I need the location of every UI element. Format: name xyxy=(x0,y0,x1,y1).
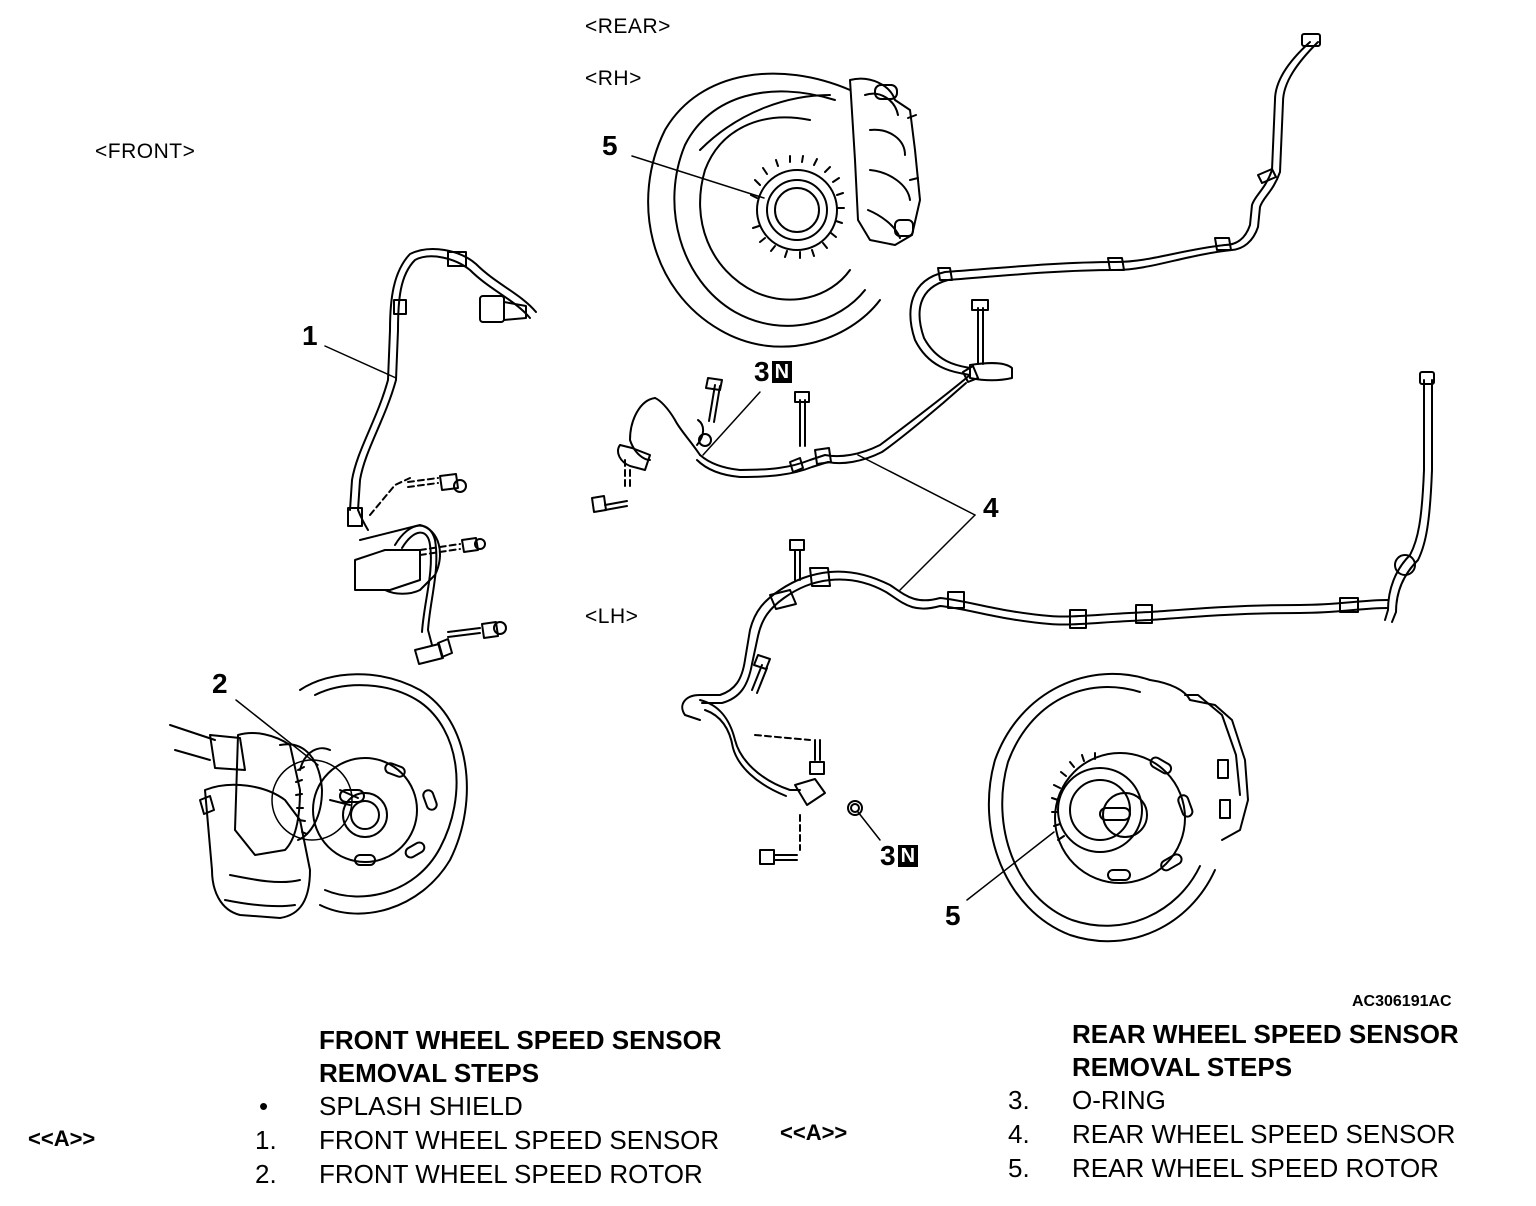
rear-removal-steps: REAR WHEEL SPEED SENSOR REMOVAL STEPS 3.… xyxy=(1008,1018,1508,1186)
list-item: 1. FRONT WHEEL SPEED SENSOR xyxy=(255,1125,720,1155)
bolt-icon xyxy=(789,539,805,581)
bolt-icon xyxy=(591,495,628,513)
list-item: • SPLASH SHIELD xyxy=(259,1091,523,1121)
rear-rh-sensor-cable xyxy=(591,33,1321,513)
callout-4: 4 xyxy=(983,492,999,523)
bolt-icon xyxy=(971,299,989,365)
list-item: 5. REAR WHEEL SPEED ROTOR xyxy=(1008,1153,1439,1183)
leader-lines xyxy=(235,155,1055,901)
rh-view-label: <RH> xyxy=(585,67,642,90)
front-sensor-harness xyxy=(347,248,537,665)
bolt-icon xyxy=(419,537,486,556)
list-item: 3. O-RING xyxy=(1008,1085,1166,1115)
front-steps-title: FRONT WHEEL SPEED SENSOR xyxy=(319,1025,722,1055)
n-new-part-badge: N xyxy=(771,361,793,383)
rear-rh-backing-plate xyxy=(647,72,921,348)
bolt-icon xyxy=(447,621,507,639)
callout-2: 2 xyxy=(212,668,228,699)
n-new-part-badge: N xyxy=(897,845,919,867)
front-removal-steps: FRONT WHEEL SPEED SENSOR REMOVAL STEPS •… xyxy=(255,1024,775,1192)
rear-lh-disc-assembly xyxy=(987,672,1249,943)
callout-1: 1 xyxy=(302,320,318,351)
figure-code: AC306191AC xyxy=(1352,993,1452,1010)
bolt-icon xyxy=(751,654,771,694)
list-item: 4. REAR WHEEL SPEED SENSOR xyxy=(1008,1119,1456,1149)
front-procedure-marker: <<A>> xyxy=(28,1126,96,1151)
rear-procedure-marker: <<A>> xyxy=(780,1120,848,1145)
callout-5-rear-rh: 5 xyxy=(602,130,618,161)
front-view-label: <FRONT> xyxy=(95,140,196,163)
front-hub-assembly xyxy=(169,673,468,919)
rear-steps-title: REAR WHEEL SPEED SENSOR xyxy=(1072,1019,1459,1049)
front-steps-title-2: REMOVAL STEPS xyxy=(319,1058,540,1088)
bolt-icon xyxy=(759,849,798,865)
rear-lh-sensor-cable xyxy=(681,371,1435,865)
bolt-icon xyxy=(809,739,825,775)
rear-view-label: <REAR> xyxy=(585,15,671,38)
bolt-icon xyxy=(794,391,810,447)
bolt-icon xyxy=(407,473,467,493)
callout-5-rear-lh: 5 xyxy=(945,900,961,931)
lh-view-label: <LH> xyxy=(585,605,639,628)
bolt-icon xyxy=(705,377,723,423)
exploded-view-diagram xyxy=(169,33,1435,943)
list-item: 2. FRONT WHEEL SPEED ROTOR xyxy=(255,1159,703,1189)
rear-steps-title-2: REMOVAL STEPS xyxy=(1072,1052,1293,1082)
